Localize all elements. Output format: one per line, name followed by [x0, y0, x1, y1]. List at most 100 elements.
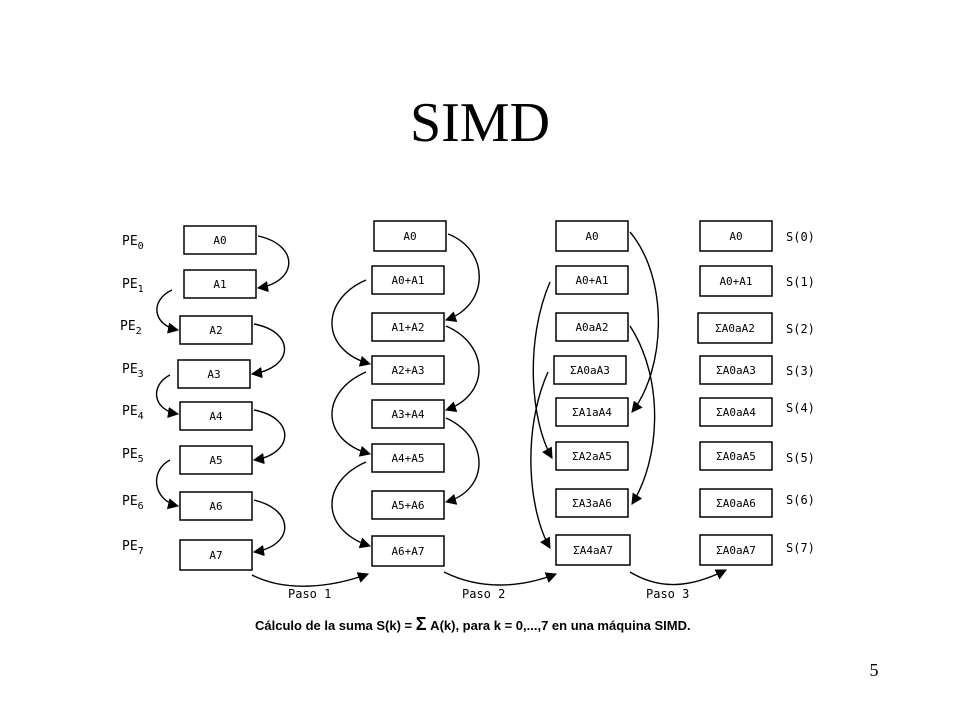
- cell-box: [555, 441, 629, 471]
- cell-box: [699, 355, 773, 385]
- step-arrows: [251, 569, 728, 587]
- cell-label: ΣA0aA3: [716, 364, 756, 377]
- arrow: [252, 409, 286, 465]
- pe-labels: PE0 PE1 PE2 PE3 PE4 PE5 PE6 PE7: [120, 234, 144, 557]
- cell-box: [555, 265, 629, 295]
- caption-prefix: Cálculo de la suma S(k) =: [255, 618, 416, 633]
- cell-box: [177, 359, 251, 389]
- cell-box: [553, 355, 627, 385]
- arrow: [444, 325, 480, 413]
- cell-label: ΣA0aA2: [715, 322, 755, 335]
- cell-box: [555, 488, 629, 518]
- s-labels: S(0) S(1) S(2) S(3) S(4) S(5) S(6) S(7): [786, 230, 815, 555]
- s-label: S(4): [786, 401, 815, 415]
- pe-label: PE1: [122, 277, 144, 295]
- cell-box: [371, 443, 445, 473]
- arrow: [444, 417, 480, 505]
- cell-label: A4: [209, 410, 223, 423]
- step-label: Paso 3: [646, 587, 689, 601]
- cell-box: [555, 534, 631, 566]
- cell-label: ΣA0aA3: [570, 364, 610, 377]
- arrow: [331, 279, 372, 367]
- s-label: S(5): [786, 451, 815, 465]
- column-paso-3: A0 A0+A1 ΣA0aA2 ΣA0aA3 ΣA0aA4 ΣA0aA5 ΣA0…: [697, 220, 773, 566]
- cell-label: ΣA0aA5: [716, 450, 756, 463]
- s-label: S(0): [786, 230, 815, 244]
- cell-box: [697, 312, 773, 344]
- pe-label: PE4: [122, 404, 144, 422]
- cell-box: [371, 312, 445, 342]
- pe-label: PE5: [122, 447, 144, 465]
- s-label: S(3): [786, 364, 815, 378]
- cell-label: A2+A3: [391, 364, 424, 377]
- cell-box: [699, 488, 773, 518]
- cell-label: ΣA0aA7: [716, 544, 756, 557]
- cell-box: [371, 355, 445, 385]
- paso-3-arrow: [629, 569, 728, 586]
- arrow: [252, 499, 286, 557]
- cell-box: [371, 399, 445, 429]
- cell-box: [179, 491, 253, 521]
- caption: Cálculo de la suma S(k) = Σ A(k), para k…: [255, 614, 691, 634]
- paso-3-arrows: [530, 231, 660, 549]
- cell-box: [373, 220, 447, 252]
- paso-1-arrows: [155, 235, 290, 557]
- arrow: [331, 461, 372, 549]
- column-initial: A0 A1 A2 A3 A4 A5 A6 A7: [177, 225, 257, 571]
- cell-label: A1+A2: [391, 321, 424, 334]
- s-label: S(7): [786, 541, 815, 555]
- cell-label: A5+A6: [391, 499, 424, 512]
- step-label: Paso 1: [288, 587, 331, 601]
- cell-label: A6: [209, 500, 222, 513]
- arrow: [256, 235, 290, 293]
- cell-box: [555, 312, 629, 342]
- cell-label: A0: [403, 230, 416, 243]
- cell-label: A0+A1: [391, 274, 424, 287]
- caption-suffix: A(k), para k = 0,...,7 en una máquina SI…: [427, 618, 691, 633]
- arrow: [629, 231, 660, 413]
- paso-2-arrows: [331, 233, 480, 549]
- cell-label: A3: [207, 368, 220, 381]
- cell-box: [179, 539, 253, 571]
- arrow: [444, 233, 480, 323]
- cell-box: [699, 534, 773, 566]
- cell-label: A0aA2: [575, 321, 608, 334]
- cell-label: A2: [209, 324, 222, 337]
- cell-label: A7: [209, 549, 222, 562]
- cell-label: A0: [585, 230, 598, 243]
- arrow: [331, 371, 372, 457]
- cell-box: [371, 535, 445, 567]
- s-label: S(6): [786, 493, 815, 507]
- cell-label: ΣA1aA4: [572, 406, 612, 419]
- s-label: S(1): [786, 275, 815, 289]
- pe-label: PE6: [122, 494, 144, 512]
- paso-2-arrow: [443, 571, 558, 586]
- cell-label: ΣA3aA6: [572, 497, 612, 510]
- arrow: [156, 289, 180, 334]
- cell-box: [179, 401, 253, 431]
- cell-label: ΣA0aA6: [716, 497, 756, 510]
- paso-1-arrow: [251, 572, 370, 587]
- cell-label: A0: [729, 230, 742, 243]
- cell-label: A0+A1: [575, 274, 608, 287]
- arrow: [155, 459, 180, 510]
- column-paso-1: A0 A0+A1 A1+A2 A2+A3 A3+A4 A4+A5 A5+A6 A…: [371, 220, 447, 567]
- arrow: [629, 325, 656, 505]
- cell-box: [555, 397, 629, 427]
- cell-label: A0: [213, 234, 226, 247]
- slide-title: SIMD: [409, 92, 551, 154]
- cell-label: ΣA2aA5: [572, 450, 612, 463]
- column-paso-2: A0 A0+A1 A0aA2 ΣA0aA3 ΣA1aA4 ΣA2aA5 ΣA3a…: [553, 220, 631, 566]
- cell-box: [183, 225, 257, 255]
- cell-box: [179, 315, 253, 345]
- cell-box: [179, 445, 253, 475]
- cell-label: A4+A5: [391, 452, 424, 465]
- cell-box: [699, 441, 773, 471]
- arrow: [532, 281, 553, 459]
- cell-box: [699, 397, 773, 427]
- page-number: 5: [869, 660, 879, 680]
- cell-label: ΣA0aA4: [716, 406, 756, 419]
- step-label: Paso 2: [462, 587, 505, 601]
- arrow: [530, 371, 551, 549]
